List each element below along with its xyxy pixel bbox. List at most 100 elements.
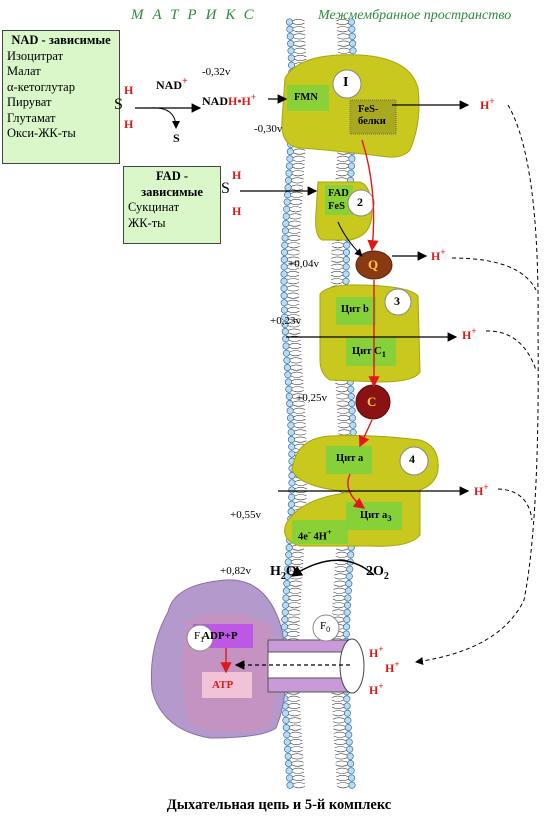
lipid-tail <box>337 426 351 429</box>
proton-label: H+ <box>431 247 445 264</box>
f0-label: F0 <box>320 620 330 634</box>
oxygen-sub: 2 <box>383 570 389 582</box>
lipid-head <box>287 428 295 436</box>
lipid-tail <box>286 282 300 285</box>
lipid-tail <box>289 202 303 205</box>
lipid-tail <box>289 731 302 734</box>
proton-h: H <box>480 98 490 112</box>
c-label: C <box>367 394 377 409</box>
nad-box-title: NAD - зависимые <box>11 33 111 47</box>
lipid-head <box>348 155 356 163</box>
lipid-tail <box>290 742 303 745</box>
lipid-tail <box>287 627 300 630</box>
lipid-tail <box>333 728 346 731</box>
lipid-tail <box>337 422 351 425</box>
lipid-tail <box>286 285 300 288</box>
lipid-tail <box>291 181 304 184</box>
lipid-tail <box>331 692 344 695</box>
lipid-tail <box>337 37 350 40</box>
water-h: H <box>270 564 281 579</box>
lipid-head <box>280 263 288 271</box>
lipid-tail <box>294 490 307 493</box>
cyt-b-box <box>336 297 376 325</box>
nad-plus-label: NAD+ <box>156 76 188 93</box>
lipid-head <box>342 630 350 638</box>
lipid-tail <box>289 213 302 216</box>
lipid-head <box>281 234 289 242</box>
lipid-tail <box>287 314 300 317</box>
lipid-head <box>287 500 295 508</box>
lipid-tail <box>292 166 305 169</box>
lipid-tail <box>336 155 350 158</box>
lipid-tail <box>291 760 304 763</box>
complex-3-number: 3 <box>394 294 400 308</box>
lipid-head <box>285 18 293 26</box>
lipid-tail <box>333 724 346 727</box>
lipid-head <box>288 472 296 480</box>
lipid-head <box>348 774 356 782</box>
lipid-head <box>286 25 294 33</box>
lipid-head <box>281 320 289 328</box>
f0-channel-inner <box>267 651 353 679</box>
lipid-head <box>286 32 294 40</box>
potential-label: +0,55v <box>230 509 261 521</box>
nad-item: Изоцитрат <box>7 48 64 63</box>
lipid-tail <box>286 274 300 277</box>
proton-label: H+ <box>385 659 399 676</box>
lipid-head <box>343 601 352 609</box>
lipid-tail <box>287 325 301 328</box>
lipid-head <box>286 414 295 422</box>
complex-1-number-circle <box>332 69 362 99</box>
fad-item: Сукцинат <box>128 200 180 214</box>
lipid-tail <box>291 177 304 180</box>
lipid-tail <box>288 332 301 335</box>
lipid-tail <box>336 163 349 166</box>
lipid-tail <box>287 318 300 321</box>
fad-substrate-h-top: H <box>232 168 242 182</box>
lipid-tail <box>335 177 348 180</box>
fad-label: FAD <box>328 188 349 199</box>
lipid-head <box>347 392 355 400</box>
lipid-tail <box>293 152 306 155</box>
f0-text: F <box>320 620 327 632</box>
lipid-tail <box>334 573 347 576</box>
lipid-head <box>281 601 290 609</box>
lipid-head <box>347 767 355 775</box>
lipid-head <box>285 169 293 177</box>
lipid-tail <box>333 580 346 583</box>
lipid-head <box>282 212 290 220</box>
lipid-tail <box>292 778 305 781</box>
fad-substrate-s: S <box>221 180 230 197</box>
lipid-tail <box>287 249 300 252</box>
lipid-tail <box>336 26 350 29</box>
water-sub: 2 <box>280 570 286 582</box>
lipid-head <box>347 162 356 170</box>
lipid-tail <box>292 397 305 400</box>
lipid-tail <box>334 746 347 749</box>
lipid-tail <box>288 224 301 227</box>
lipid-tail <box>287 631 300 634</box>
lipid-tail <box>291 174 305 177</box>
lipid-tail <box>291 753 304 756</box>
lipid-tail <box>336 775 349 778</box>
lipid-head <box>342 270 350 278</box>
lipid-tail <box>293 37 306 40</box>
lipid-head <box>284 752 292 760</box>
complex-2-number: 2 <box>357 195 363 209</box>
lipid-tail <box>336 166 349 169</box>
lipid-tail <box>293 51 307 54</box>
proton-sup: + <box>489 96 495 106</box>
lipid-head <box>283 205 291 213</box>
lipid-tail <box>337 47 351 50</box>
proton-label: H+ <box>369 644 383 661</box>
proton-sup: + <box>471 326 477 336</box>
lipid-tail <box>288 231 301 234</box>
lipid-tail <box>292 155 306 158</box>
lipid-head <box>342 263 350 271</box>
lipid-head <box>287 61 296 69</box>
proton-h: H <box>369 683 379 697</box>
lipid-tail <box>288 721 302 724</box>
lipid-tail <box>331 695 344 698</box>
lipid-head <box>347 169 355 177</box>
lipid-tail <box>287 253 300 256</box>
